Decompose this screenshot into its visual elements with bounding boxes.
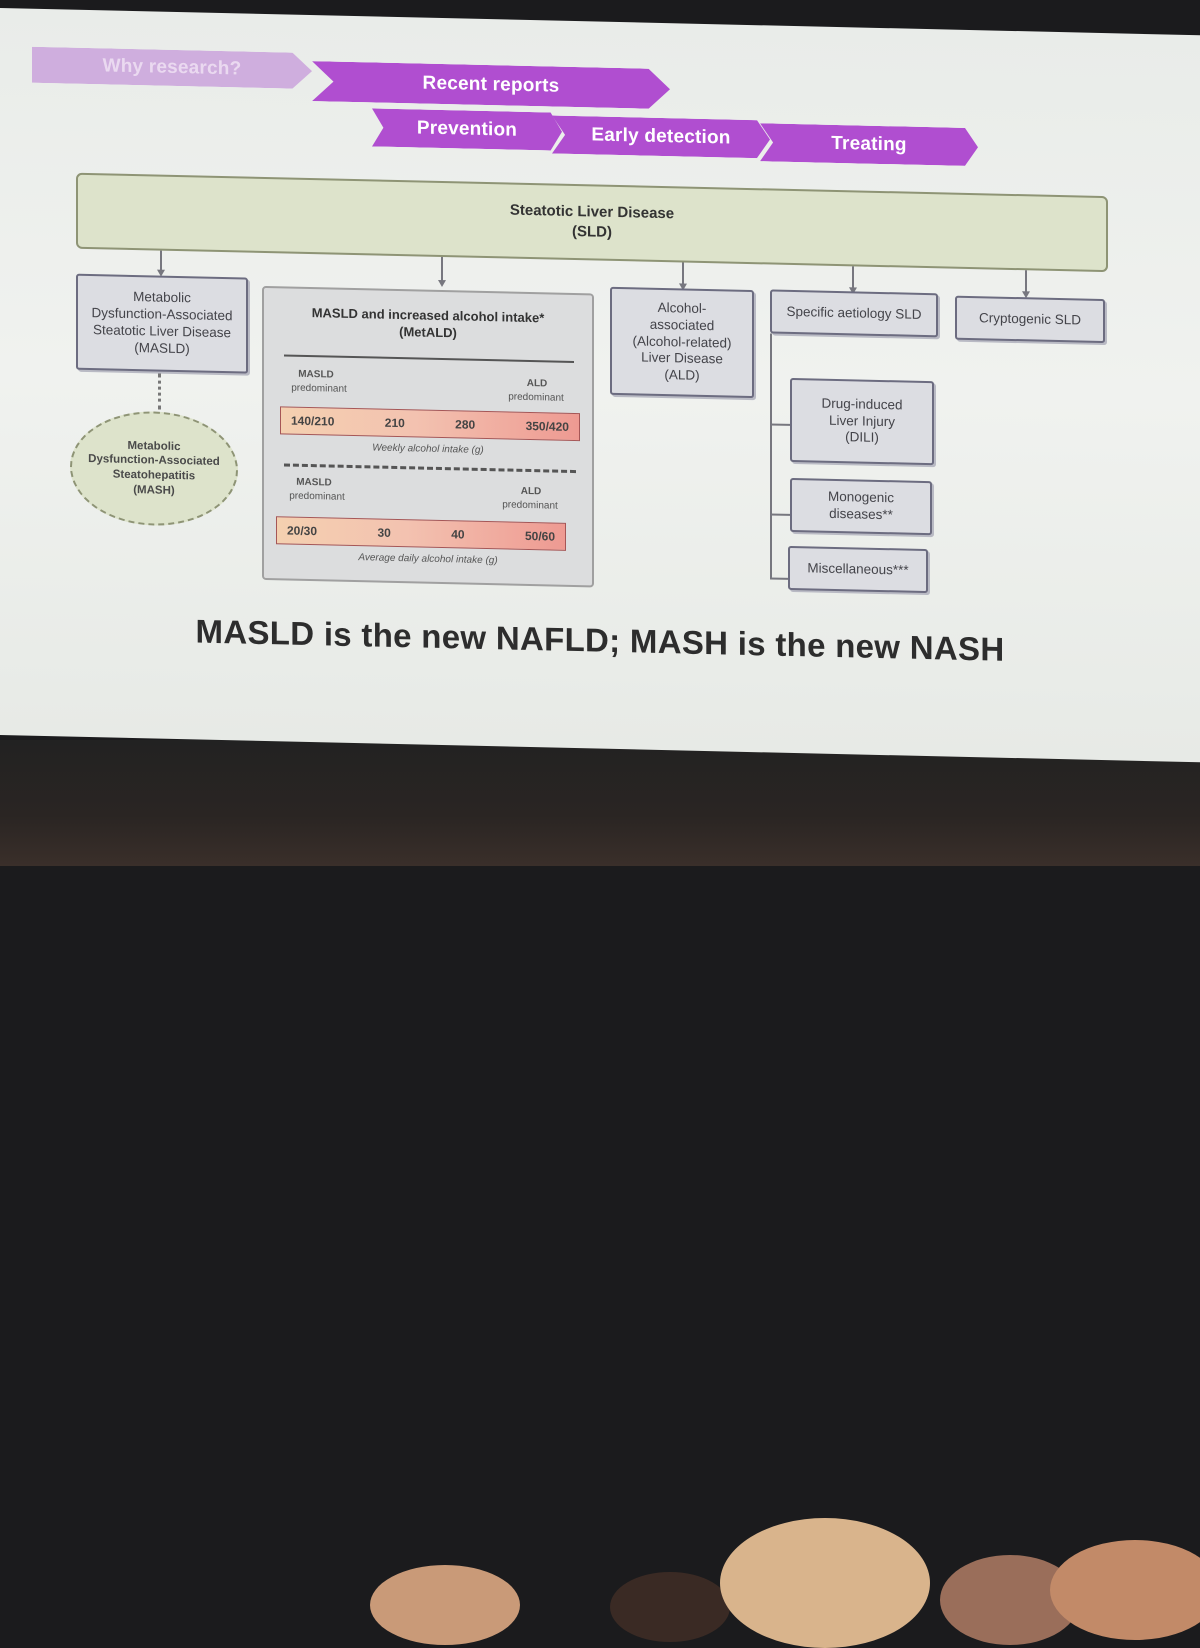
masld-predominant-label: MASLD	[298, 368, 334, 381]
mash-ellipse: Metabolic Dysfunction-Associated Steatoh…	[70, 409, 238, 528]
specific-aetiology-box: Specific aetiology SLD	[770, 289, 938, 338]
branch-connector	[770, 423, 790, 426]
metald-divider	[284, 354, 574, 364]
sld-abbr: (SLD)	[572, 222, 612, 241]
nav-step-why-research: Why research?	[32, 47, 312, 89]
masld-predominant-label: MASLD	[296, 476, 332, 489]
branch-trunk	[770, 333, 772, 578]
arrow-head	[438, 279, 446, 288]
daily-value: 40	[451, 527, 465, 542]
sld-root-box: Steatotic Liver Disease (SLD)	[76, 172, 1108, 273]
daily-value: 30	[377, 525, 391, 540]
ald-predominant-sub: predominant	[502, 499, 558, 512]
cryptogenic-label: Cryptogenic SLD	[978, 309, 1082, 328]
slide-caption: MASLD is the new NAFLD; MASH is the new …	[195, 612, 1005, 668]
ald-label: Alcohol- associated (Alcohol-related) Li…	[632, 299, 732, 384]
nav-step-label: Prevention	[416, 117, 518, 141]
audience-head	[610, 1572, 730, 1642]
weekly-value: 210	[384, 415, 405, 431]
specific-aetiology-label: Specific aetiology SLD	[786, 303, 922, 322]
weekly-value: 280	[455, 417, 476, 432]
dili-box: Drug-induced Liver Injury (DILI)	[790, 377, 934, 466]
daily-intake-caption: Average daily alcohol intake (g)	[358, 552, 498, 567]
nav-step-label: Why research?	[102, 55, 242, 80]
audience-area	[0, 740, 1200, 1648]
audience-head	[370, 1565, 520, 1645]
mash-label: Metabolic Dysfunction-Associated Steatoh…	[88, 439, 220, 497]
masld-predominant-sub: predominant	[291, 382, 347, 395]
presentation-slide: Why research? Recent reports Prevention …	[0, 8, 1200, 763]
daily-intake-bar: 20/30 30 40 50/60	[276, 516, 566, 551]
masld-box: Metabolic Dysfunction-Associated Steatot…	[76, 273, 248, 374]
dashed-separator	[284, 463, 576, 474]
masld-label: Metabolic Dysfunction-Associated Steatot…	[91, 289, 233, 357]
nav-step-label: Recent reports	[422, 72, 560, 97]
daily-value: 20/30	[287, 523, 318, 539]
branch-connector	[770, 513, 790, 516]
monogenic-label: Monogenic diseases**	[827, 488, 895, 523]
metald-box: MASLD and increased alcohol intake* (Met…	[262, 285, 594, 588]
audience-head	[1050, 1540, 1200, 1640]
nav-step-label: Treating	[831, 132, 907, 156]
cryptogenic-box: Cryptogenic SLD	[955, 295, 1105, 344]
nav-step-label: Early detection	[591, 124, 731, 149]
weekly-value: 350/420	[525, 418, 569, 434]
nav-substep-early-detection: Early detection	[552, 116, 770, 159]
nav-substep-treating: Treating	[760, 123, 978, 166]
audience-head	[720, 1518, 930, 1648]
masld-predominant-sub: predominant	[289, 490, 345, 503]
daily-value: 50/60	[524, 528, 555, 544]
branch-connector	[770, 577, 790, 580]
dili-label: Drug-induced Liver Injury (DILI)	[821, 395, 903, 446]
weekly-value: 140/210	[291, 413, 335, 429]
sld-title: Steatotic Liver Disease	[509, 201, 675, 223]
nav-substep-prevention: Prevention	[372, 108, 562, 150]
nav-step-recent-reports: Recent reports	[312, 61, 670, 109]
miscellaneous-box: Miscellaneous***	[788, 545, 928, 594]
masld-mash-dotted-link	[158, 373, 161, 410]
ald-predominant-label: ALD	[526, 377, 548, 390]
weekly-intake-caption: Weekly alcohol intake (g)	[372, 442, 484, 456]
monogenic-box: Monogenic diseases**	[790, 477, 932, 536]
miscellaneous-label: Miscellaneous***	[807, 559, 909, 578]
ald-predominant-sub: predominant	[508, 391, 564, 404]
ald-predominant-label: ALD	[520, 485, 542, 498]
weekly-intake-bar: 140/210 210 280 350/420	[280, 406, 580, 442]
ald-box: Alcohol- associated (Alcohol-related) Li…	[610, 286, 754, 399]
